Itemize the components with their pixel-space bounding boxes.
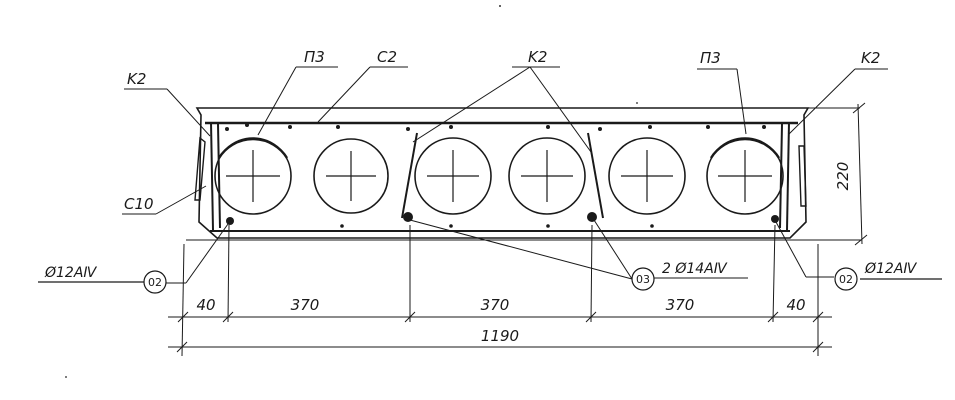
hollow-core-5: [608, 137, 686, 215]
leader-lines: [38, 66, 942, 284]
hollow-core-4: [508, 137, 586, 215]
label-c2: C2: [377, 48, 397, 66]
position-mark-mid: 03: [631, 267, 655, 291]
height-dimension-text: 220: [834, 162, 852, 191]
hollow-core-2: [313, 138, 389, 214]
hollow-core-1: [214, 137, 292, 215]
dimension-segment-5: 40: [786, 296, 805, 314]
dimension-total: 1190: [481, 327, 519, 345]
bottom-bar-mid-2: [587, 212, 597, 222]
dimension-segment-1: 40: [196, 296, 215, 314]
position-mark-left: 02: [143, 270, 167, 294]
position-mark-mid-text: 03: [636, 273, 650, 286]
reinforcement-cage: [194, 121, 807, 232]
label-p3-left: П3: [304, 48, 325, 66]
position-mark-right: 02: [834, 267, 858, 291]
bottom-dimensions: 40 370 370 370 40 1190: [168, 224, 832, 357]
label-k2-left: K2: [127, 70, 146, 88]
slab-outline: [186, 107, 862, 241]
bottom-bar-right: [771, 215, 779, 223]
label-k2-right: K2: [861, 49, 880, 67]
label-rebar-right: Ø12AⅣ: [864, 261, 917, 277]
position-mark-right-text: 02: [839, 273, 853, 286]
dimension-segment-2: 370: [291, 296, 320, 314]
label-rebar-left: Ø12AⅣ: [44, 265, 97, 281]
bottom-bar-left: [226, 217, 234, 225]
dimension-segment-4: 370: [666, 296, 695, 314]
hollow-core-6: [706, 137, 784, 215]
label-p3-right: П3: [700, 49, 721, 67]
label-c10: C10: [124, 195, 154, 213]
label-k2-mid: K2: [528, 48, 547, 66]
position-mark-left-text: 02: [148, 276, 162, 289]
label-rebar-mid: 2 Ø14AⅣ: [662, 261, 728, 277]
hollow-core-3: [414, 137, 492, 215]
bottom-bar-mid-1: [403, 212, 413, 222]
dimension-segment-3: 370: [481, 296, 510, 314]
height-dimension: 220: [834, 102, 868, 246]
